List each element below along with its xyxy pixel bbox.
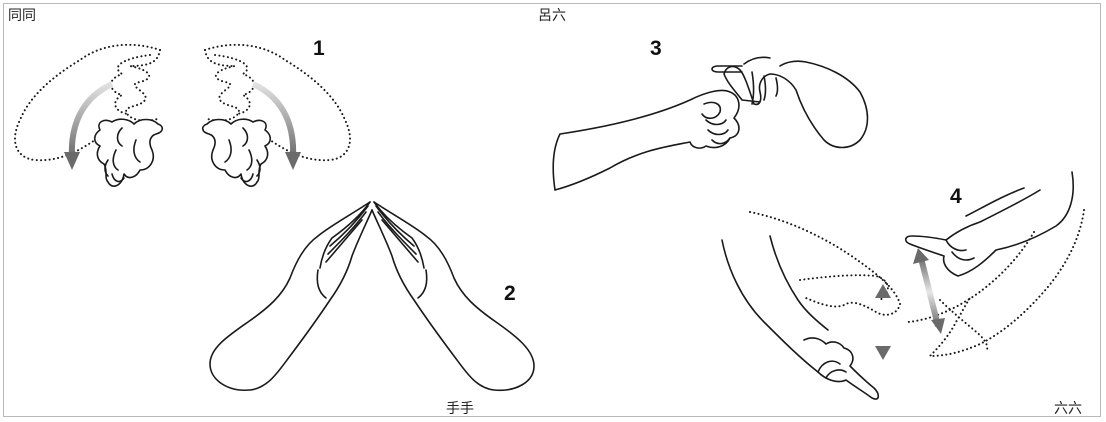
label-bottom-right: 六六: [1054, 401, 1082, 417]
step-number-4: 4: [950, 185, 962, 208]
label-top-center: 呂六: [538, 8, 566, 24]
step-number-3: 3: [650, 37, 662, 60]
figure-frame: [3, 3, 1101, 417]
panel-1-hands-circling: [14, 43, 351, 187]
label-top-left: 同同: [8, 8, 36, 24]
step-number-2: 2: [504, 282, 516, 305]
panel-4-pointing-up-down: [721, 171, 1085, 400]
panel-2-palms-together: [209, 201, 535, 391]
label-bottom-center: 手手: [446, 401, 474, 417]
step-number-1: 1: [313, 37, 325, 60]
panel-3-pointing-over-pinch: [552, 56, 869, 191]
